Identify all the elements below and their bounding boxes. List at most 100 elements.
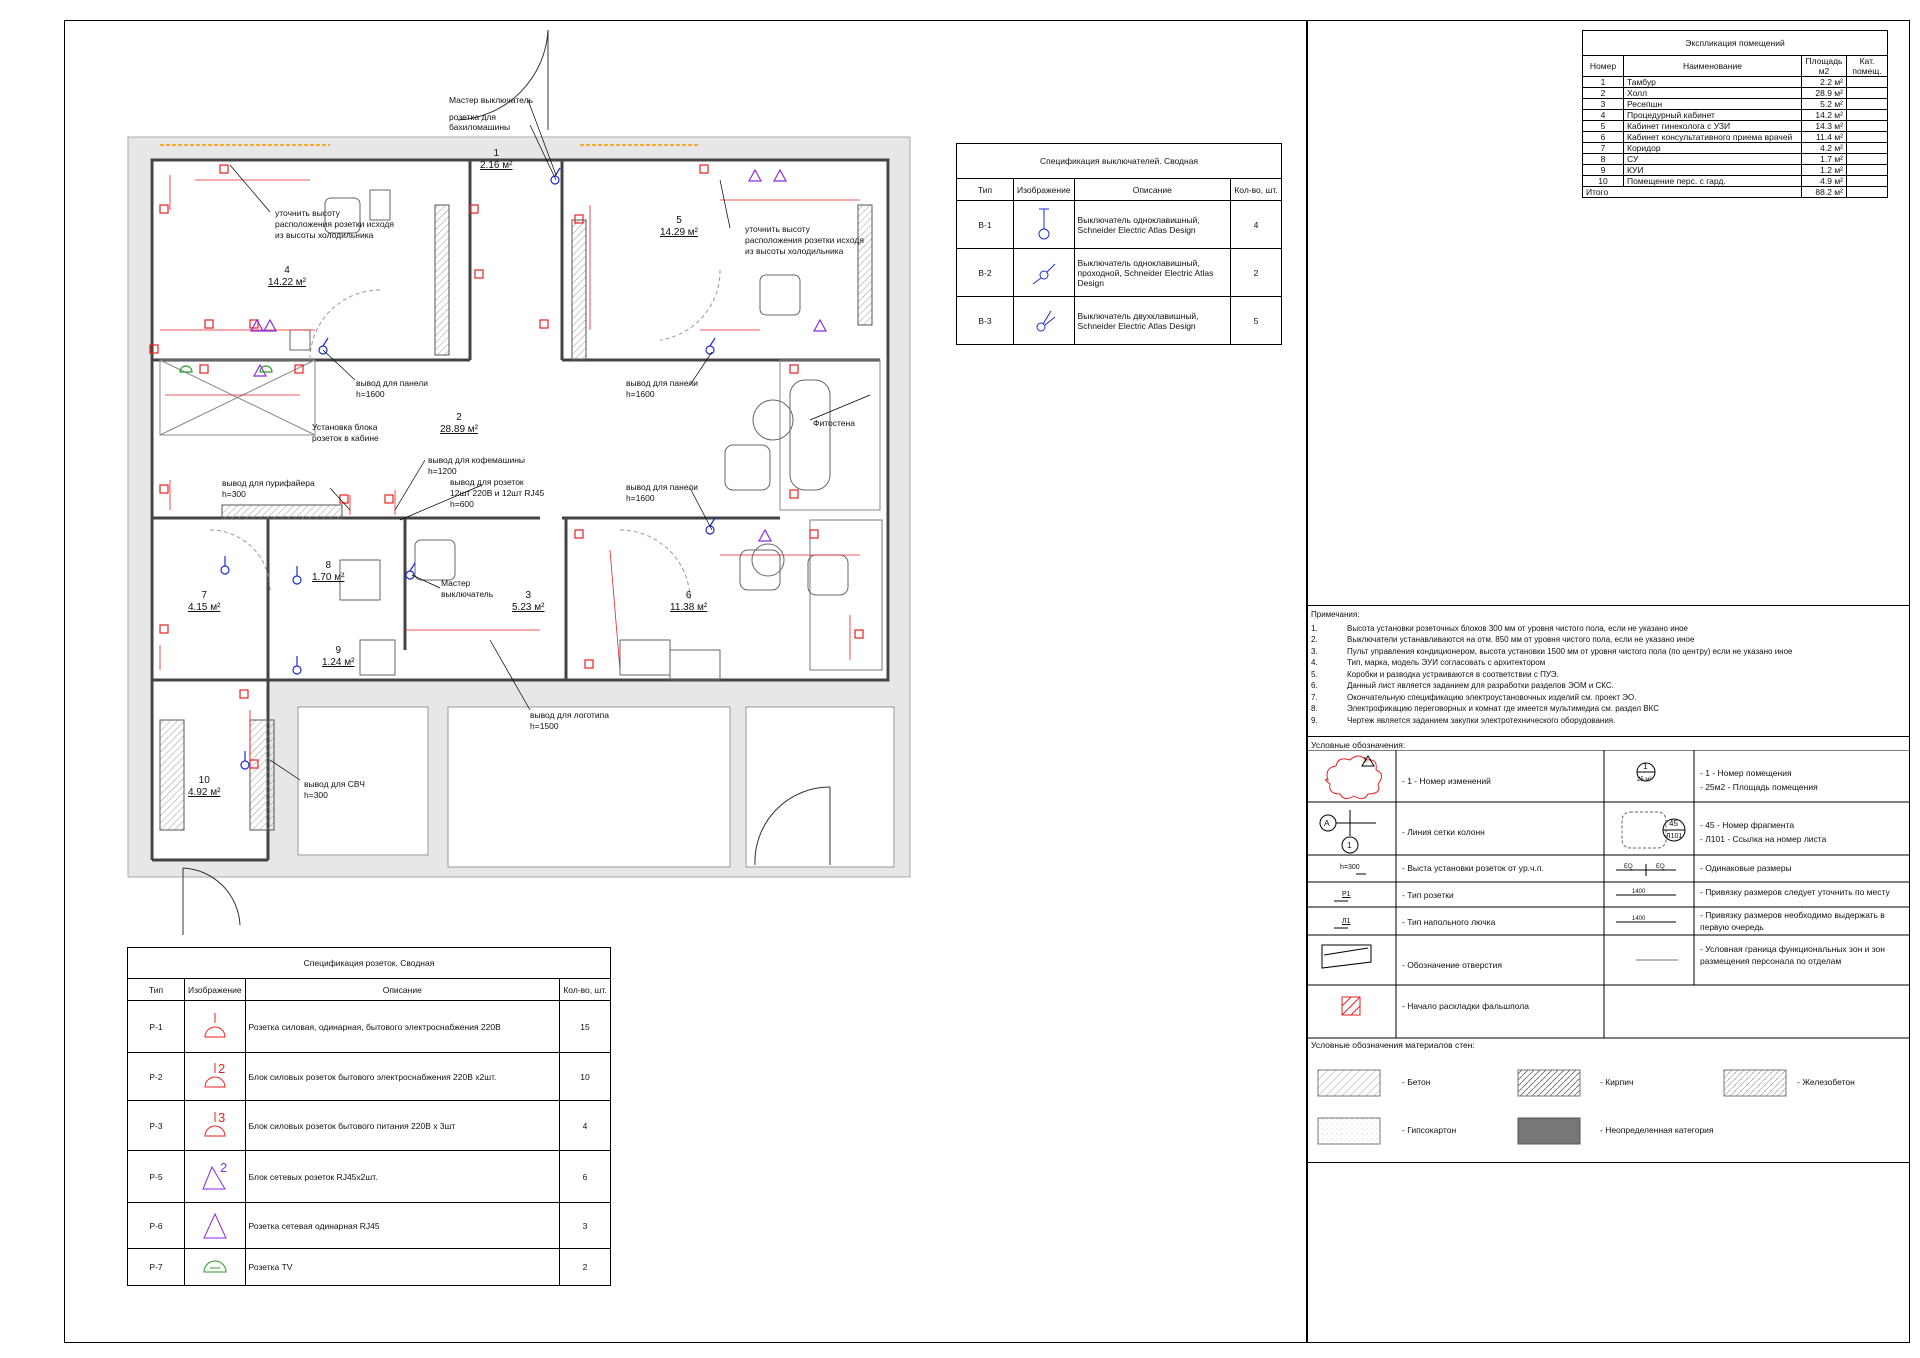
rooms-table: Экспликация помещений Номер Наименование… <box>1582 30 1888 198</box>
notes-block: Примечания: 1.Высота установки розеточны… <box>1311 609 1901 726</box>
switch-description: Выключатель одноклавишный, Schneider Ele… <box>1073 200 1232 249</box>
room-number: 7 <box>201 590 207 601</box>
socket-qty: 4 <box>559 1100 611 1151</box>
room-area: 4.92 м² <box>188 787 221 798</box>
panel-output-a: вывод для панели <box>356 378 428 388</box>
table-cell: Кабинет консультативного приема врачей <box>1623 131 1802 143</box>
room-number: 6 <box>685 590 692 601</box>
table-cell <box>1846 142 1888 154</box>
bidet-socket-label: розетка для бахиломашины <box>449 112 511 132</box>
panel-output-3b: h=1600 <box>626 493 655 503</box>
power-socket-icon <box>184 1000 246 1053</box>
room-number: 1 <box>493 148 499 159</box>
socket-type: Р-3 <box>127 1100 185 1151</box>
network-socket-icon: 2 <box>184 1150 246 1203</box>
table-row: В-1 Выключатель одноклавишный, Schneider … <box>956 200 1282 249</box>
socket-description: Розетка сетевая одинарная RJ45 <box>244 1202 561 1249</box>
table-cell: Кабинет гинеколога с УЗИ <box>1623 120 1802 132</box>
table-cell <box>1846 87 1888 99</box>
col-header: Кол-во, шт. <box>1230 178 1282 201</box>
socket-type: Р-6 <box>127 1202 185 1249</box>
fridge-note-b: расположения розетки исходя <box>275 219 394 229</box>
note-text: Коробки и разводка устраиваются в соотве… <box>1347 669 1559 679</box>
col-header: Изображение <box>1013 178 1075 201</box>
legend-dim-keep: - Привязку размеров необходимо выдержать… <box>1700 910 1885 932</box>
table-cell <box>1846 120 1888 132</box>
legend-opening: - Обозначение отверстия <box>1402 960 1502 970</box>
socket-spec-title: Спецификация розеток. Сводная <box>127 947 611 979</box>
socket-code: Р1 <box>1342 891 1351 898</box>
room-area: 4.15 м² <box>188 602 221 613</box>
col-header: Кол-во, шт. <box>559 978 611 1001</box>
floor-box-code: Л1 <box>1342 918 1351 925</box>
table-cell: Коридор <box>1623 142 1802 154</box>
legend-fragment-b: - Л101 - Ссылка на номер листа <box>1700 834 1827 844</box>
socket-qty: 3 <box>559 1202 611 1249</box>
table-cell: 1 <box>1582 76 1624 88</box>
sheet-divider <box>1306 20 1308 1343</box>
power-socket-icon: 2 <box>184 1052 246 1101</box>
dim-mark-2: 1400 <box>1632 916 1646 922</box>
room-number: 2 <box>456 412 462 423</box>
room-number: 9 <box>335 645 341 656</box>
note-text: Чертеж является заданием закупки электро… <box>1347 715 1616 725</box>
table-cell <box>1846 164 1888 176</box>
material-concrete: - Бетон <box>1402 1077 1431 1087</box>
col-header: Кат. помещ. <box>1846 55 1888 77</box>
table-cell <box>1846 76 1888 88</box>
switch-spec-table: Спецификация выключателей. Сводная Тип И… <box>956 143 1282 345</box>
table-cell: 9 <box>1582 164 1624 176</box>
double-switch-icon <box>1013 296 1075 345</box>
fridge-note-a: уточнить высоту <box>275 208 340 218</box>
note-item: 7.Окончательную спецификацию электроуста… <box>1311 692 1637 702</box>
room-number: 8 <box>325 560 331 571</box>
table-cell: 6 <box>1582 131 1624 143</box>
socket-qty: 10 <box>559 1052 611 1101</box>
table-cell <box>1846 98 1888 110</box>
switch-type: В-1 <box>956 200 1014 249</box>
table-cell: 4.9 м² <box>1801 175 1847 187</box>
panel-output-2b: h=1600 <box>626 389 655 399</box>
room-area: 2.16 м² <box>480 160 513 171</box>
room-area: 5.23 м² <box>512 602 545 613</box>
switch-description: Выключатель двухклавишный, Schneider Ele… <box>1073 296 1232 345</box>
note-item: 8.Электрофикацию переговорных и комнат г… <box>1311 704 1659 713</box>
table-cell <box>1846 131 1888 143</box>
table-cell: Процедурный кабинет <box>1623 109 1802 121</box>
legend-socket-type: - Тип розетки <box>1402 890 1454 900</box>
rooms-table-title: Экспликация помещений <box>1582 30 1888 56</box>
fridge-note-5b: расположения розетки исходя <box>745 235 864 245</box>
purifier-a: вывод для пурифайера <box>222 478 315 488</box>
legend-grid <box>1306 750 1910 1039</box>
legend-grid: - Линия сетки колонн <box>1402 827 1485 837</box>
room-area: 14.29 м² <box>660 227 699 238</box>
panel-output-b: h=1600 <box>356 389 385 399</box>
socket-block-b: розеток в кабине <box>312 433 379 443</box>
materials-title: Условные обозначения материалов стен: <box>1311 1040 1475 1050</box>
master-switch-2b: выключатель <box>441 589 494 599</box>
note-text: Тип, марка, модель ЭУИ согласовать с арх… <box>1347 658 1546 667</box>
master-switch-2a: Мастер <box>441 578 471 588</box>
grid-letter: А <box>1324 818 1330 828</box>
legend-room-a: - 1 - Номер помещения <box>1700 768 1792 778</box>
fragment-num: 45 <box>1669 819 1678 828</box>
room-area: 1.24 м² <box>322 657 355 668</box>
socket-qty: 2 <box>559 1248 611 1286</box>
table-cell: 1.2 м² <box>1801 164 1847 176</box>
switch-type: В-2 <box>956 248 1014 297</box>
table-cell: 5 <box>1582 120 1624 132</box>
table-cell: 14.2 м² <box>1801 109 1847 121</box>
notes-title: Примечания: <box>1311 610 1360 619</box>
note-item: 1.Высота установки розеточных блоков 300… <box>1311 623 1689 633</box>
legend-tile-start: - Начало раскладки фальшпола <box>1402 1001 1529 1011</box>
